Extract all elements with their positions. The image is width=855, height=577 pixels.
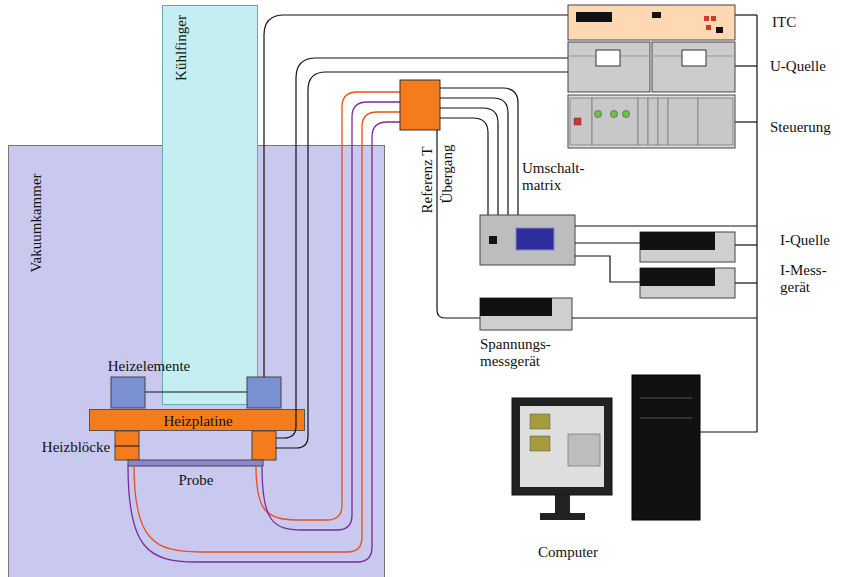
indicator xyxy=(716,27,723,33)
front-panel xyxy=(640,232,715,250)
part-label: Umschalt- matrix xyxy=(522,160,602,193)
part-label: Heizblöcke xyxy=(42,439,110,456)
rack-module xyxy=(668,98,698,145)
node-label: Kühlfinger xyxy=(173,15,190,81)
indicator xyxy=(611,111,618,118)
panel-line xyxy=(652,56,735,57)
part-label: Steuerung xyxy=(770,119,831,136)
rack-module xyxy=(698,98,733,145)
indicator xyxy=(711,16,716,21)
part-label: Referenz T xyxy=(419,147,436,214)
part-label: Heizelemente xyxy=(108,358,190,375)
voltage-source xyxy=(568,42,650,92)
window-icon xyxy=(530,414,550,429)
cable xyxy=(735,282,757,283)
current-meter xyxy=(640,268,735,298)
cable xyxy=(735,65,757,66)
monitor xyxy=(512,398,612,495)
monitor-stand xyxy=(555,495,570,513)
heater-cable xyxy=(264,15,568,377)
thermocouple-wire xyxy=(262,102,400,530)
front-panel xyxy=(640,268,715,286)
part-label: Übergang xyxy=(439,145,456,204)
window-icon xyxy=(568,434,600,466)
cable xyxy=(575,242,640,243)
sample-strip xyxy=(128,460,263,466)
heating-block xyxy=(252,431,276,460)
thermocouple-wire xyxy=(134,112,400,552)
indicator xyxy=(704,16,709,21)
itc-controller xyxy=(568,5,735,40)
indicator xyxy=(574,118,581,125)
drive-bay xyxy=(640,398,692,399)
indicator xyxy=(706,25,711,30)
rack-module xyxy=(638,98,648,145)
cable xyxy=(575,225,757,226)
cold-finger: Kühlfinger xyxy=(162,5,258,405)
sensor-cable xyxy=(276,58,568,438)
bus-cable xyxy=(700,15,757,432)
display xyxy=(596,50,620,66)
thermocouple-wire xyxy=(128,122,400,562)
display xyxy=(682,50,706,66)
display xyxy=(576,12,612,22)
sensor-cable xyxy=(276,72,568,448)
heating-element xyxy=(247,377,281,408)
drive-bay xyxy=(640,418,692,419)
part-label: ITC xyxy=(772,14,796,31)
part-label: Probe xyxy=(179,472,214,489)
cable xyxy=(735,121,757,122)
thermocouple-wire xyxy=(256,92,400,520)
window-icon xyxy=(530,436,550,451)
indicator xyxy=(623,111,630,118)
rack-module xyxy=(658,98,668,145)
rack-module xyxy=(570,98,592,145)
heating-plate: Heizplatine xyxy=(89,409,305,431)
part-label: Computer xyxy=(538,544,598,561)
display xyxy=(516,228,554,250)
part-label: I-Quelle xyxy=(780,232,830,249)
node-label: Vakuumkammer xyxy=(28,173,45,272)
panel-line xyxy=(568,56,650,57)
node-label: Heizplatine xyxy=(163,413,232,430)
voltage-source xyxy=(652,42,735,92)
voltmeter xyxy=(480,298,572,330)
heater-wire xyxy=(145,392,247,393)
cable xyxy=(735,14,757,15)
heating-block xyxy=(115,431,139,460)
pc-tower xyxy=(632,375,700,520)
cable xyxy=(575,256,640,282)
rack-module xyxy=(592,98,638,145)
heating-element xyxy=(111,377,145,408)
screen xyxy=(520,406,604,487)
cable xyxy=(735,244,757,245)
reference-cable xyxy=(437,130,480,318)
part-label: Spannungs- messgerät xyxy=(480,336,572,369)
indicator xyxy=(652,12,661,18)
reference-junction xyxy=(400,80,440,130)
rack-module xyxy=(648,98,658,145)
monitor-base xyxy=(540,513,585,520)
cable xyxy=(572,317,757,318)
indicator xyxy=(595,111,602,118)
current-source xyxy=(640,232,735,262)
front-panel xyxy=(480,298,552,316)
block-leader xyxy=(115,446,139,447)
part-label: U-Quelle xyxy=(770,58,826,75)
part-label: I-Mess- gerät xyxy=(780,262,850,295)
control-rack xyxy=(568,95,735,148)
switch-matrix xyxy=(480,215,575,265)
indicator xyxy=(489,236,497,244)
